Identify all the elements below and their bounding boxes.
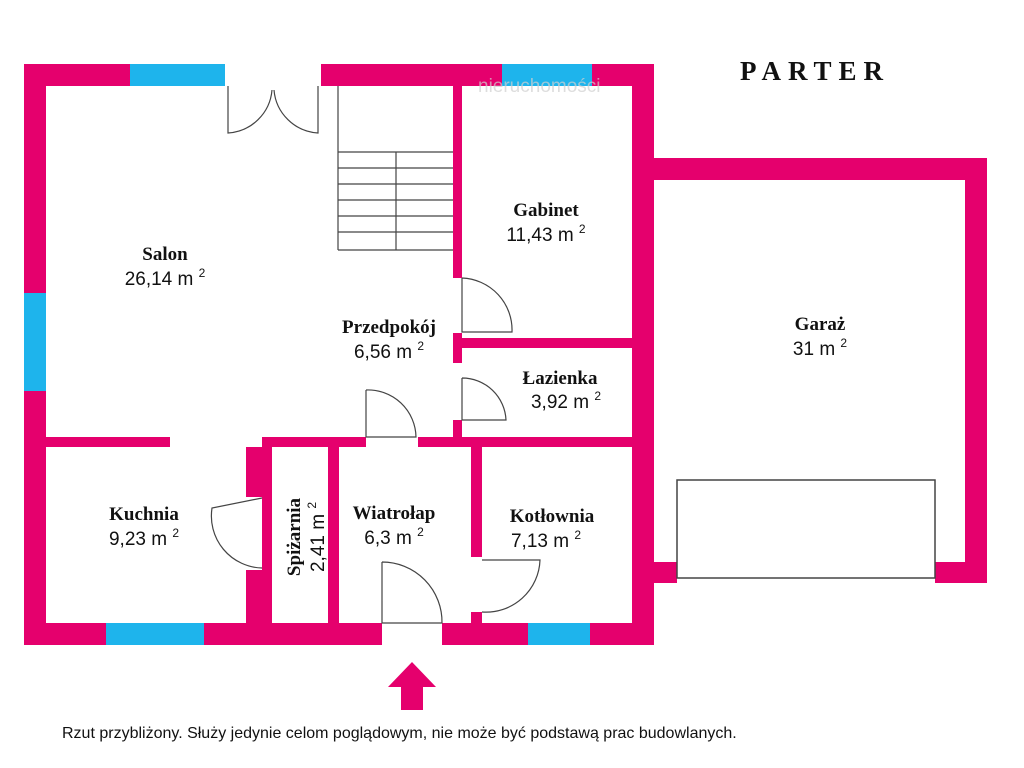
- entrance-arrow-icon: [388, 662, 436, 710]
- floor-title: PARTER: [740, 56, 890, 86]
- windows: [24, 64, 592, 645]
- room-spizarnia: Spiżarnia 2,41 m 2: [284, 497, 329, 576]
- garage-walls: [632, 158, 987, 583]
- door-wiatrolap: [365, 389, 417, 438]
- interior-doors: [210, 277, 541, 624]
- svg-text:Kotłownia: Kotłownia: [510, 506, 595, 527]
- door-lazienka: [461, 377, 507, 421]
- room-przedpokoj: Przedpokój 6,56 m 2: [342, 317, 436, 363]
- window-top-left: [130, 64, 225, 86]
- window-top-right: [502, 64, 592, 86]
- svg-text:Kuchnia: Kuchnia: [109, 504, 179, 525]
- svg-text:11,43 m 2: 11,43 m 2: [506, 222, 586, 246]
- garage-door: [676, 479, 936, 579]
- svg-text:31 m 2: 31 m 2: [793, 336, 848, 360]
- openings: [225, 64, 442, 645]
- window-bottom-right: [528, 623, 590, 645]
- room-salon: Salon 26,14 m 2: [125, 244, 206, 290]
- svg-text:26,14 m 2: 26,14 m 2: [125, 266, 206, 290]
- svg-text:Garaż: Garaż: [795, 314, 846, 335]
- room-gabinet: Gabinet 11,43 m 2: [506, 200, 586, 246]
- window-left: [24, 293, 46, 391]
- terrace-door: [227, 86, 319, 134]
- interior-walls: [46, 86, 633, 624]
- door-kuchnia: [210, 497, 263, 569]
- svg-text:Przedpokój: Przedpokój: [342, 317, 436, 338]
- room-lazienka: Łazienka 3,92 m 2: [523, 368, 602, 413]
- svg-text:Spiżarnia: Spiżarnia: [284, 497, 305, 576]
- svg-text:6,3 m 2: 6,3 m 2: [364, 525, 424, 549]
- svg-text:3,92 m 2: 3,92 m 2: [531, 389, 601, 413]
- door-gabinet: [461, 277, 513, 333]
- watermark: nieruchomości: [478, 76, 601, 97]
- svg-text:9,23 m 2: 9,23 m 2: [109, 526, 179, 550]
- window-bottom-left: [106, 623, 204, 645]
- svg-text:2,41 m 2: 2,41 m 2: [305, 502, 329, 572]
- room-kuchnia: Kuchnia 9,23 m 2: [109, 504, 179, 550]
- svg-text:6,56 m 2: 6,56 m 2: [354, 339, 424, 363]
- svg-text:Wiatrołap: Wiatrołap: [353, 503, 436, 524]
- svg-text:7,13 m 2: 7,13 m 2: [511, 528, 581, 552]
- room-garaz: Garaż 31 m 2: [793, 314, 848, 360]
- svg-text:Salon: Salon: [142, 244, 188, 265]
- svg-text:Łazienka: Łazienka: [523, 368, 598, 389]
- svg-text:Gabinet: Gabinet: [513, 200, 579, 221]
- door-kotlownia: [481, 559, 541, 613]
- room-kotlownia: Kotłownia 7,13 m 2: [510, 506, 595, 552]
- room-wiatrolap: Wiatrołap 6,3 m 2: [353, 503, 436, 549]
- staircase: [337, 86, 453, 251]
- door-entrance: [381, 561, 443, 624]
- disclaimer-text: Rzut przybliżony. Służy jedynie celom po…: [62, 725, 737, 742]
